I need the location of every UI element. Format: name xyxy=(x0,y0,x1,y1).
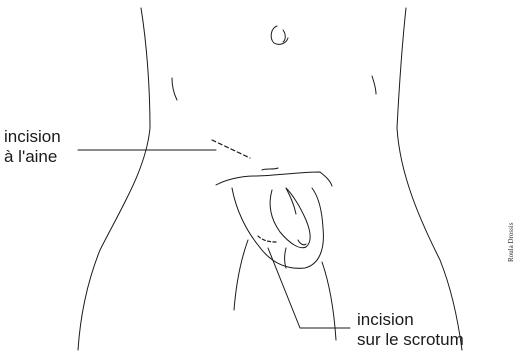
pubic-outline xyxy=(216,172,332,186)
scrotum-label-line1: incision xyxy=(357,310,464,330)
groin-label-line1: incision xyxy=(4,127,61,147)
left-contour-mark xyxy=(172,78,177,100)
scrotum-leader-line xyxy=(268,248,350,328)
pubic-inner-mark xyxy=(262,168,278,170)
left-torso-outline xyxy=(78,8,150,350)
scrotum-incision-label: incision sur le scrotum xyxy=(357,310,464,350)
penis-tip xyxy=(298,240,306,245)
navel xyxy=(271,26,288,44)
groin-incision-dashes xyxy=(212,140,250,158)
groin-label-line2: à l'aine xyxy=(4,147,61,167)
penis-detail xyxy=(286,188,296,214)
left-inner-thigh xyxy=(234,240,248,310)
right-contour-mark xyxy=(372,76,376,94)
scrotum-label-line2: sur le scrotum xyxy=(357,330,464,350)
scrotum-incision-dashes xyxy=(258,236,276,242)
groin-incision-label: incision à l'aine xyxy=(4,127,61,167)
right-torso-outline xyxy=(397,8,462,350)
scrotum-crease xyxy=(285,248,287,268)
illustrator-credit: Roula Drossis xyxy=(507,223,515,262)
